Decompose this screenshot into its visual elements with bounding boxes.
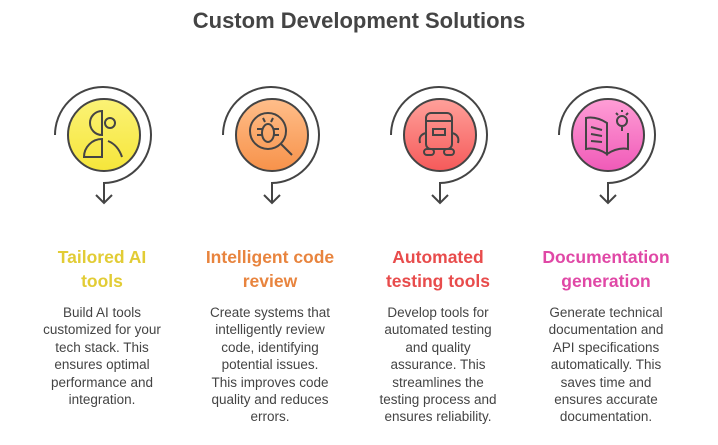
step-tailored-ai-tools: Tailored AI tools Build AI tools customize… — [22, 0, 182, 445]
description-line: assurance. This — [390, 357, 486, 373]
step-title: Documentation — [542, 247, 670, 267]
ai-gear-head-icon — [54, 86, 152, 205]
step-intelligent-code-review: Intelligent code review Create systems th… — [190, 0, 350, 445]
page-title: Custom Development Solutions — [192, 8, 526, 33]
step-title: testing tools — [385, 271, 491, 291]
description-line: errors. — [250, 409, 290, 425]
description-line: streamlines the — [392, 374, 484, 390]
description-line: Develop tools for — [387, 305, 489, 320]
description-line: This improves code — [211, 374, 329, 390]
description-line: documentation and — [548, 322, 664, 338]
description-line: Create systems that — [209, 305, 331, 320]
description-line: integration. — [68, 392, 136, 408]
step-automated-testing-tools: Automated testing tools Develop tools for… — [358, 0, 518, 445]
step-documentation-generation: Documentation generation Generate technic… — [526, 0, 686, 445]
description-line: ensures accurate — [554, 392, 658, 408]
description-line: performance and — [50, 374, 154, 390]
description-line: customized for your — [43, 322, 161, 338]
description-line: potential issues. — [221, 357, 319, 373]
step-title: generation — [561, 271, 651, 291]
description-line: testing process and — [379, 392, 497, 408]
step-title: Automated — [392, 247, 484, 267]
description-line: ensures optimal — [54, 357, 150, 373]
description-line: quality and reduces — [211, 392, 329, 408]
description-line: ensures reliability. — [384, 409, 492, 425]
description-line: automated testing — [384, 322, 492, 338]
step-title: review — [242, 271, 298, 291]
description-line: automatically. This — [550, 357, 662, 373]
step-title: tools — [81, 271, 123, 291]
robot-icon — [390, 86, 488, 205]
description-line: documentation. — [559, 409, 653, 425]
description-line: Generate technical — [549, 305, 663, 320]
book-lightbulb-icon — [558, 86, 656, 205]
description-line: tech stack. This — [55, 339, 149, 355]
description-line: and quality — [405, 339, 471, 355]
step-title: Tailored AI — [57, 247, 147, 267]
description-line: API specifications — [552, 339, 660, 355]
description-line: code, identifying — [221, 339, 319, 355]
description-line: Build AI tools — [62, 305, 142, 320]
description-line: saves time and — [560, 374, 652, 390]
description-line: intelligently review — [215, 322, 325, 338]
step-title: Intelligent code — [205, 247, 335, 267]
bug-search-icon — [222, 86, 320, 205]
